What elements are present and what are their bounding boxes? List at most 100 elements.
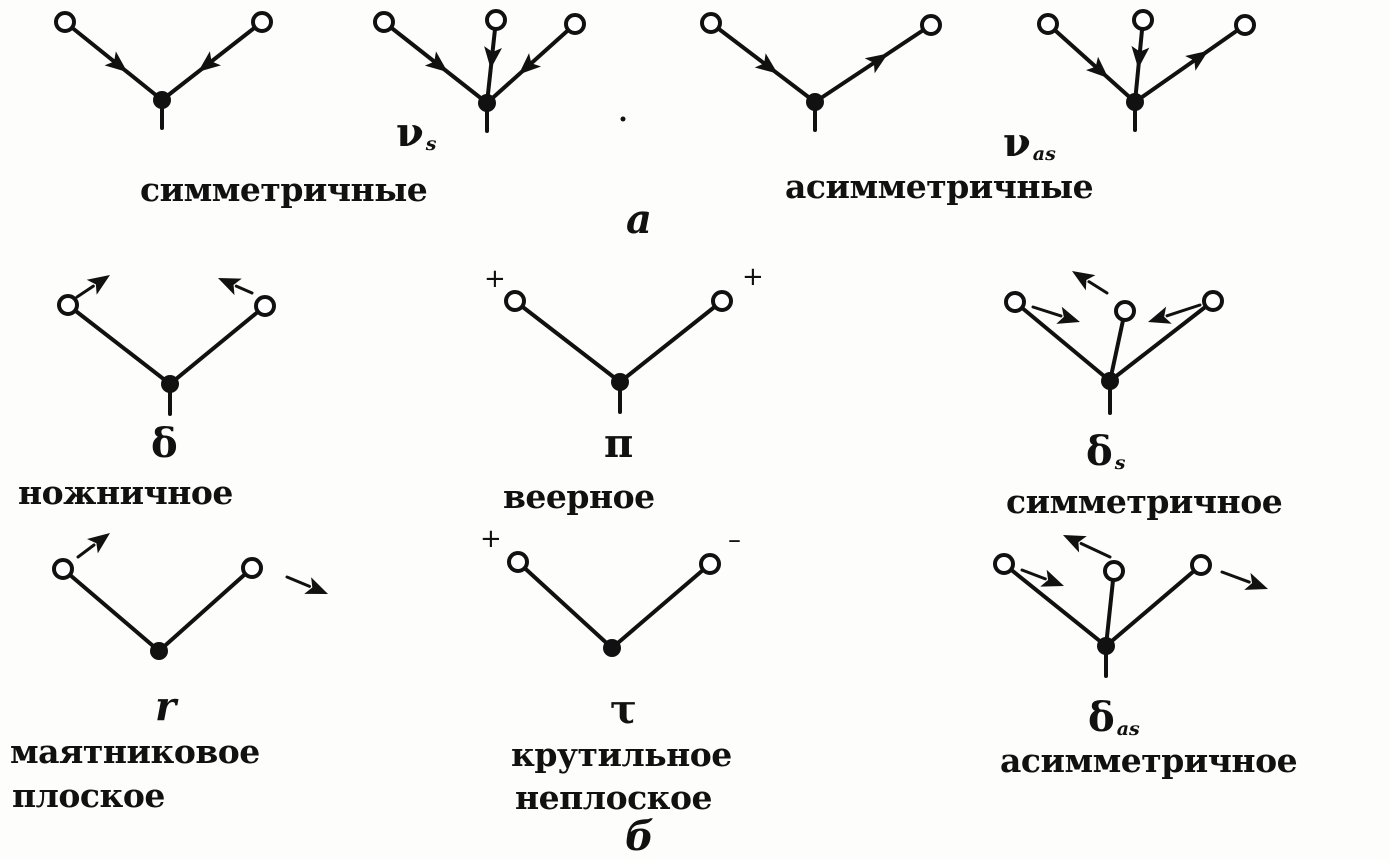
outer-atom <box>1004 291 1026 313</box>
outer-atom <box>564 13 586 35</box>
outer-atom <box>254 295 276 317</box>
central-atom <box>153 91 171 109</box>
bond-line <box>1108 309 1127 383</box>
motion-arrow-shaft <box>1079 541 1112 559</box>
motion-arrow-shaft <box>405 38 434 62</box>
motion-arrow-head <box>1185 50 1209 71</box>
outer-atom <box>54 11 76 33</box>
motion-arrow-shaft <box>532 38 559 63</box>
pendulum-label-line2: плоское <box>12 776 165 815</box>
outer-atom <box>507 551 529 573</box>
motion-arrow-shaft <box>1165 60 1194 81</box>
bond-line <box>813 23 933 104</box>
outer-atom <box>920 14 942 36</box>
bond-line <box>610 562 712 650</box>
motion-arrow-shaft <box>234 284 254 295</box>
bond-line <box>61 567 161 653</box>
outer-atom <box>1037 13 1059 35</box>
motion-arrow-head <box>87 533 110 554</box>
symmetric-stretch-label: симметричные <box>140 170 428 209</box>
twisting-label-line1: крутильное <box>511 735 732 774</box>
central-atom <box>1101 372 1119 390</box>
motion-arrow-shaft <box>844 63 873 83</box>
motion-arrow-head <box>424 51 448 73</box>
outer-atom <box>57 294 79 316</box>
motion-arrow-head <box>1148 306 1172 324</box>
bond-line <box>160 20 264 102</box>
symmetric-deformation-label: симметричное <box>1006 482 1283 521</box>
asymmetric-deformation-label: асимметричное <box>1000 741 1298 780</box>
central-atom <box>603 639 621 657</box>
motion-arrow-head <box>198 51 221 72</box>
fan-label: веерное <box>503 477 655 516</box>
bond-line <box>1002 562 1108 648</box>
bond-line <box>513 299 622 384</box>
bond-line <box>1108 299 1215 383</box>
fan-charge-right: + <box>742 262 764 292</box>
outer-atom <box>1202 290 1224 312</box>
outer-atom <box>711 290 733 312</box>
motion-arrow-shaft <box>285 575 312 588</box>
motion-arrow-head <box>1056 306 1080 324</box>
outer-atom <box>373 11 395 33</box>
outer-atom <box>1234 14 1256 36</box>
outer-atom <box>52 558 74 580</box>
motion-arrow-head <box>1085 56 1109 79</box>
bond-line <box>709 21 817 104</box>
bond-line <box>516 560 614 650</box>
motion-arrow-shaft <box>1220 570 1251 584</box>
outer-atom <box>251 11 273 33</box>
motion-arrow-head <box>304 577 328 594</box>
outer-atom <box>699 553 721 575</box>
motion-arrow-shaft <box>1069 43 1095 67</box>
motion-arrow-shaft <box>736 41 764 64</box>
bond-line <box>66 303 172 386</box>
motion-arrow-shaft <box>1087 280 1109 295</box>
bond-line <box>1104 563 1203 648</box>
pendulum-label-line1: маятниковое <box>10 732 260 771</box>
central-atom <box>1097 637 1115 655</box>
motion-arrow-head <box>1040 569 1064 587</box>
tau-symbol: τ <box>610 686 637 733</box>
twist-charge-left: + <box>480 524 502 554</box>
motion-arrow-head <box>218 278 242 296</box>
motion-arrow-head <box>484 46 503 69</box>
motion-arrow-head <box>86 275 110 295</box>
motion-arrow-head <box>1131 45 1150 69</box>
outer-atom <box>485 9 507 31</box>
outer-atom <box>1132 9 1154 31</box>
bond-line <box>168 304 267 386</box>
central-atom <box>478 94 496 112</box>
outer-atom <box>1103 560 1125 582</box>
twisting-label-line2: неплоское <box>515 778 713 817</box>
outer-atom <box>700 12 722 34</box>
asymmetric-stretch-label: асимметричные <box>785 167 1094 206</box>
central-atom <box>611 373 629 391</box>
part-a-letter: а <box>626 196 652 243</box>
bond-line <box>157 566 254 653</box>
twist-charge-right: – <box>728 525 741 555</box>
motion-arrow-head <box>1072 271 1096 291</box>
central-atom <box>1126 93 1144 111</box>
motion-arrow-shaft <box>212 40 238 62</box>
motion-arrow-shaft <box>88 40 114 62</box>
central-atom <box>806 93 824 111</box>
central-atom <box>161 375 179 393</box>
r-symbol: r <box>155 683 177 730</box>
motion-arrow-head <box>864 53 889 74</box>
motion-arrow-shaft <box>1138 27 1144 51</box>
ink-speck <box>620 116 626 122</box>
motion-arrow-shaft <box>75 284 95 299</box>
outer-atom <box>241 557 263 579</box>
motion-arrow-head <box>754 53 778 74</box>
bond-line <box>63 20 164 102</box>
bond-line <box>1013 300 1112 383</box>
fan-charge-left: + <box>484 264 506 294</box>
motion-arrow-head <box>518 53 542 75</box>
motion-arrow-head <box>1063 535 1087 553</box>
